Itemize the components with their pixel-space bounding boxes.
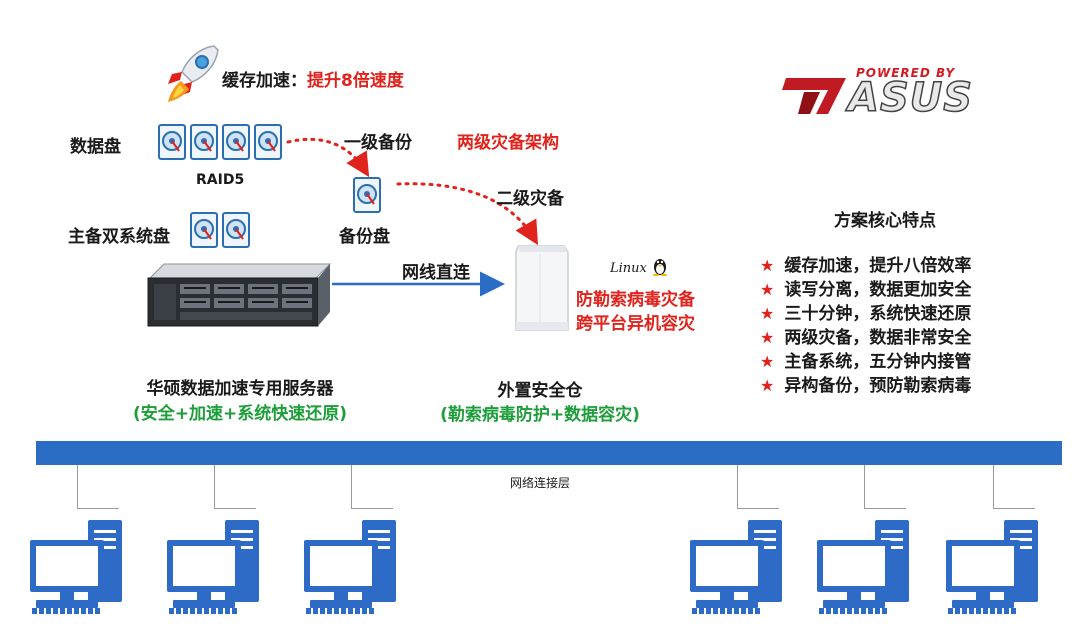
- star-icon: ★: [760, 376, 775, 395]
- feature-text: 读写分离，数据更加安全: [784, 280, 972, 300]
- level1-arrow: [286, 137, 370, 178]
- direct-link-label: 网线直连: [402, 263, 470, 283]
- computer-icon: [817, 520, 917, 616]
- nas-icon: [510, 242, 572, 334]
- system-disk-label: 主备双系统盘: [68, 227, 170, 247]
- hard-disk-icon: [254, 124, 282, 160]
- nas-subtitle: (勒索病毒防护+数据容灾): [440, 405, 640, 425]
- computer-icon: [167, 520, 267, 616]
- computer-icon: [304, 520, 404, 616]
- network-layer-label: 网络连接层: [510, 476, 571, 490]
- hard-disk-icon: [190, 124, 218, 160]
- star-icon: ★: [760, 256, 775, 275]
- data-disk-label: 数据盘: [70, 137, 121, 157]
- server-title: 华硕数据加速专用服务器: [146, 379, 334, 399]
- hard-disk-icon: [222, 124, 250, 160]
- star-icon: ★: [760, 304, 775, 323]
- computer-icon: [30, 520, 130, 616]
- feature-item: ★ 三十分钟，系统快速还原: [760, 299, 971, 324]
- cache-highlight: 提升8倍速度: [307, 71, 404, 91]
- linux-label: Linux: [610, 261, 647, 276]
- tux-icon: [652, 259, 667, 277]
- hard-disk-icon: [158, 124, 186, 160]
- powered-by-label: POWERED BY: [856, 66, 956, 80]
- linux-logo: Linux: [610, 256, 668, 278]
- computer-icon: [690, 520, 790, 616]
- two-level-arch-label: 两级灾备架构: [457, 133, 559, 153]
- features-title: 方案核心特点: [834, 211, 936, 231]
- hard-disk-icon: [190, 212, 218, 248]
- rocket-icon: [164, 42, 222, 106]
- backup-disk-label: 备份盘: [339, 227, 390, 247]
- hard-disk-icon: [353, 177, 381, 213]
- nas-feature-2: 跨平台异机容灾: [576, 314, 695, 334]
- star-icon: ★: [760, 352, 775, 371]
- network-bar: [36, 441, 1062, 465]
- feature-text: 三十分钟，系统快速还原: [784, 304, 972, 324]
- level1-backup-label: 一级备份: [344, 133, 412, 153]
- cache-label: 缓存加速：: [222, 71, 307, 91]
- computer-icon: [946, 520, 1046, 616]
- server-subtitle: (安全+加速+系统快速还原): [132, 404, 348, 424]
- feature-text: 缓存加速，提升八倍效率: [784, 256, 972, 276]
- level2-arrow: [396, 182, 539, 246]
- server-icon: [140, 262, 334, 330]
- asus-logo: POWERED BY ASUS: [776, 66, 1006, 122]
- star-icon: ★: [760, 280, 775, 299]
- nas-title: 外置安全仓: [497, 381, 583, 401]
- brand-label: ASUS: [847, 75, 974, 121]
- nas-feature-1: 防勒索病毒灾备: [576, 290, 695, 310]
- feature-text: 异构备份，预防勒索病毒: [784, 376, 972, 396]
- star-icon: ★: [760, 328, 775, 347]
- feature-text: 两级灾备，数据非常安全: [784, 328, 972, 348]
- feature-item: ★ 主备系统，五分钟内接管: [760, 347, 971, 372]
- feature-item: ★ 两级灾备，数据非常安全: [760, 323, 971, 348]
- raid-label: RAID5: [196, 172, 245, 188]
- feature-item: ★ 异构备份，预防勒索病毒: [760, 371, 971, 396]
- feature-item: ★ 缓存加速，提升八倍效率: [760, 251, 971, 276]
- hard-disk-icon: [222, 212, 250, 248]
- level2-dr-label: 二级灾备: [496, 189, 564, 209]
- feature-item: ★ 读写分离，数据更加安全: [760, 275, 971, 300]
- feature-text: 主备系统，五分钟内接管: [784, 352, 972, 372]
